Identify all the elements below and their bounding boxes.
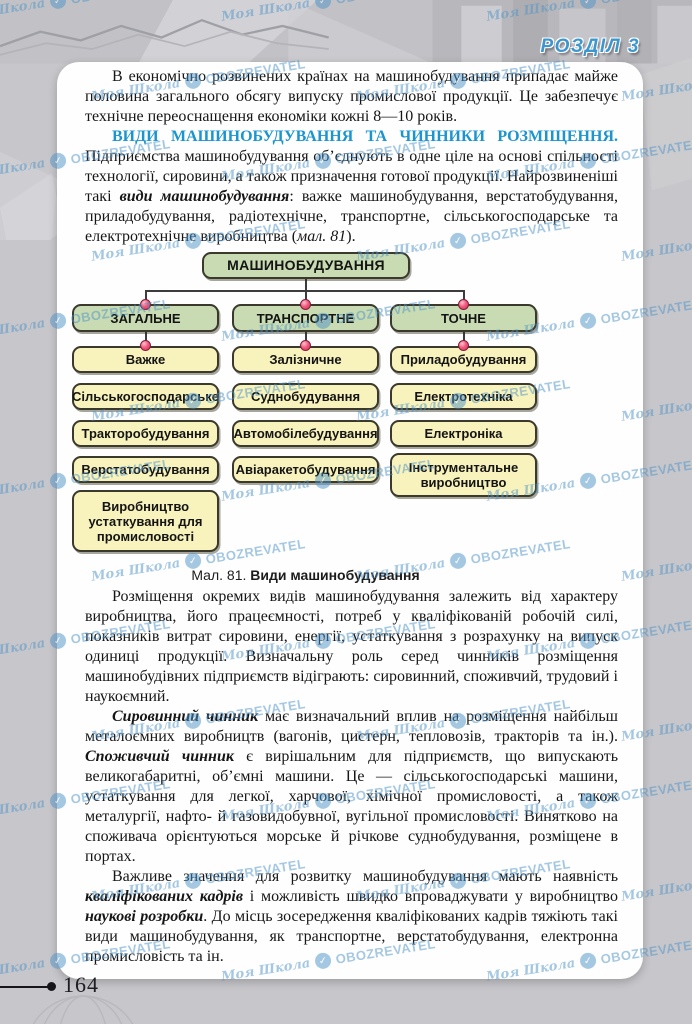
footer-dot (47, 982, 56, 991)
emphasis-text: види машинобудування (119, 188, 290, 205)
body-paragraph: Сировинний чинник має визначальний вплив… (85, 707, 618, 867)
connector-line (145, 332, 147, 346)
connector-line (145, 291, 147, 304)
figure-caption-title: Види машинобудування (250, 567, 420, 583)
paragraph-text: В економічно розвинених країнах на машин… (85, 68, 618, 125)
term-text: Споживчий чинник (85, 748, 234, 765)
connector-line (305, 332, 307, 346)
paragraph-text: Підприємства машинобудування об’єднують … (85, 148, 618, 205)
paragraph-text: Розміщення окремих видів машинобудування… (85, 588, 618, 705)
connector-line (305, 291, 307, 304)
paragraph-text: . До місць зосередження кваліфікованих к… (85, 908, 619, 965)
figure-item-box: Авіаракетобудування (232, 456, 379, 483)
figure-caption-prefix: Мал. 81. (191, 567, 247, 583)
figure-root-box: МАШИНОБУДУВАННЯ (202, 252, 410, 279)
body-paragraph: Розміщення окремих видів машинобудування… (85, 587, 618, 707)
connector-dot (300, 340, 311, 351)
figure-item-box: Залізничне (232, 346, 379, 373)
term-text: наукові розробки (85, 908, 204, 925)
paragraph-text: і можливість швидко впроваджувати у виро… (243, 888, 619, 905)
body-paragraph: В економічно розвинених країнах на машин… (85, 67, 618, 127)
watermark-school-label: Моя Школа (0, 795, 47, 824)
footer-rule (0, 986, 50, 988)
figure-item-box: Електротехніка (390, 383, 537, 410)
figure-item-box: Сільськогосподарське (72, 383, 219, 410)
figure-item-box: Інструментальне виробництво (390, 453, 537, 497)
figure-item-box: Верстатобудування (72, 456, 219, 483)
page-card: В економічно розвинених країнах на машин… (57, 62, 643, 979)
connector-line (305, 279, 307, 290)
page-content: В економічно розвинених країнах на машин… (57, 62, 643, 979)
page-number: 164 (63, 972, 99, 997)
figure-caption: Мал. 81. Види машинобудування (57, 565, 554, 585)
figure-diagram: МАШИНОБУДУВАННЯ ЗАГАЛЬНЕ ТРАНСПОРТНЕ ТОЧ… (57, 247, 643, 587)
figure-item-box: Автомобілебудування (232, 420, 379, 447)
connector-dot (300, 299, 311, 310)
section-heading: ВИДИ МАШИНОБУДУВАННЯ ТА ЧИННИКИ РОЗМІЩЕН… (112, 128, 618, 145)
figure-reference: мал. 81 (297, 228, 347, 245)
paragraph-text: має визначальний вплив на розміщення най… (85, 708, 619, 745)
connector-dot (140, 340, 151, 351)
globe-graphic (32, 995, 134, 1024)
figure-item-box: Суднобудування (232, 383, 379, 410)
connector-dot (458, 299, 469, 310)
term-text: кваліфікованих кадрів (85, 888, 244, 905)
watermark-school-label: Моя Школа (0, 955, 47, 984)
paragraph-text: є вирішальним для підприємств, що випуск… (85, 748, 619, 865)
figure-item-box: Тракторобудування (72, 420, 219, 447)
body-paragraph: ВИДИ МАШИНОБУДУВАННЯ ТА ЧИННИКИ РОЗМІЩЕН… (85, 127, 618, 247)
paragraph-text: Важливе значення для розвитку машинобуду… (112, 868, 618, 885)
figure-item-box: Електроніка (390, 420, 537, 447)
connector-line (463, 332, 465, 346)
watermark-school-label: Моя Школа (0, 315, 47, 344)
watermark-school-label: Моя Школа (0, 635, 47, 664)
figure-item-box: Виробництво устаткування для промисловос… (72, 490, 219, 552)
connector-line (463, 291, 465, 304)
chapter-label: РОЗДІЛ 3 (540, 36, 640, 57)
watermark-school-label: Моя Школа (0, 475, 47, 504)
body-paragraph: Важливе значення для розвитку машинобуду… (85, 867, 618, 967)
connector-dot (458, 340, 469, 351)
connector-dot (140, 299, 151, 310)
term-text: Сировинний чинник (112, 708, 259, 725)
paragraph-text: ). (346, 228, 356, 245)
photo-collage (0, 0, 692, 240)
